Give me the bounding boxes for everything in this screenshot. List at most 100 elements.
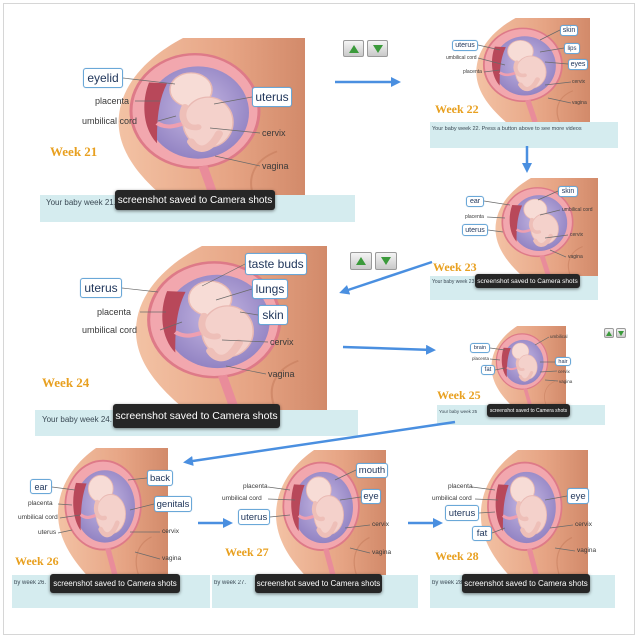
label-placenta: placenta (97, 307, 132, 317)
label-vagina: vagina (372, 549, 392, 556)
label-lips: lips (564, 43, 580, 54)
label-cervix: cervix (262, 128, 286, 138)
fetus-illustration-week-28 (473, 450, 588, 575)
label-placenta: placenta (472, 356, 490, 361)
label-cervix: cervix (572, 79, 586, 85)
label-mouth: mouth (356, 463, 388, 478)
toast-message: screenshot saved to Camera shots (115, 190, 275, 210)
label-placenta: placenta (463, 69, 482, 75)
label-vagina: vagina (162, 555, 182, 562)
label-hair: hair (555, 357, 571, 366)
label-umbilical-cord: umbilical cord (446, 55, 477, 61)
caption-text: Your baby week 21. P (46, 198, 124, 207)
week-title: Week 24 (42, 375, 90, 390)
label-skin: skin (558, 186, 578, 197)
up-button[interactable] (343, 40, 364, 57)
label-placenta: placenta (243, 483, 268, 490)
label-cervix: cervix (372, 521, 389, 528)
blue-arrow-icon (342, 344, 436, 355)
fetus-illustration-week-23 (488, 178, 598, 276)
label-uterus: uterus (452, 40, 478, 51)
label-umbilical: umbilical (550, 334, 568, 339)
week-nav-buttons (343, 40, 388, 57)
label-cervix: cervix (575, 521, 592, 528)
label-vagina: vagina (568, 254, 583, 260)
week-title: Week 25 (437, 388, 481, 402)
down-button[interactable] (616, 328, 626, 338)
toast-message: screenshot saved to Camera shots (475, 274, 580, 288)
caption-text: by week 28. (432, 580, 462, 586)
down-button[interactable] (367, 40, 388, 57)
label-placenta: placenta (95, 96, 130, 106)
label-eyelid: eyelid (83, 68, 123, 88)
label-uterus: uterus (252, 87, 292, 107)
up-triangle-icon (606, 330, 612, 336)
label-fat: fat (481, 365, 495, 375)
down-triangle-icon (381, 257, 391, 265)
label-umbilical-cord: umbilical cord (432, 495, 472, 502)
label-uterus: uterus (445, 505, 479, 521)
label-vagina: vagina (268, 369, 295, 379)
label-skin: skin (258, 305, 288, 325)
caption-text: Your baby week 24. (42, 415, 112, 424)
label-vagina: vagina (572, 100, 587, 106)
label-umbilical-cord: umbilical cord (82, 116, 138, 126)
week-title: Week 28 (435, 549, 479, 563)
label-uterus: uterus (80, 278, 122, 298)
caption-bar: Your baby week 22. Press a button above … (430, 122, 618, 148)
week-title: Week 26 (15, 554, 59, 568)
label-umbilical-cord: umbilical cord (82, 325, 138, 335)
down-button[interactable] (375, 252, 397, 270)
label-cervix: cervix (162, 528, 179, 535)
label-cervix: cervix (270, 337, 294, 347)
label-uterus: uterus (38, 529, 57, 536)
caption-text: Your baby week 22. Press a button above … (432, 126, 582, 132)
label-eyes: eyes (568, 59, 588, 70)
fetus-illustration-week-26 (50, 448, 168, 575)
label-umbilical-cord: umbilical cord (222, 495, 262, 502)
label-taste-buds: taste buds (245, 253, 307, 275)
label-ear: ear (466, 196, 484, 207)
toast-message: screenshot saved to Camera shots (487, 404, 570, 417)
up-triangle-icon (356, 257, 366, 265)
toast-message: screenshot saved to Camera shots (255, 574, 382, 593)
up-button[interactable] (350, 252, 372, 270)
label-lungs: lungs (252, 279, 288, 299)
caption-text: by week 26. (14, 580, 47, 586)
week-title: Week 22 (435, 102, 479, 116)
label-eye: eye (567, 488, 589, 504)
label-genitals: genitals (154, 496, 192, 512)
label-eye: eye (361, 489, 381, 504)
label-cervix: cervix (558, 369, 570, 374)
week-title: Week 27 (225, 545, 269, 559)
label-brain: brain (470, 343, 490, 353)
up-button[interactable] (604, 328, 614, 338)
label-umbilical-cord: umbilical cord (18, 514, 58, 521)
caption-text: Your baby week 23 (432, 279, 475, 285)
down-triangle-icon (372, 44, 383, 53)
label-umbilical-cord: umbilical cord (562, 207, 593, 213)
label-placenta: placenta (28, 500, 53, 507)
caption-text: by week 27. (214, 580, 247, 586)
label-ear: ear (30, 479, 52, 494)
label-fat: fat (472, 526, 492, 541)
label-uterus: uterus (462, 224, 488, 236)
label-back: back (147, 470, 173, 486)
label-vagina: vagina (262, 161, 289, 171)
label-vagina: vagina (559, 379, 573, 384)
up-triangle-icon (348, 44, 359, 53)
label-vagina: vagina (577, 547, 597, 554)
label-uterus: uterus (238, 509, 270, 525)
week-title: Week 21 (50, 144, 98, 159)
week-nav-buttons (350, 252, 397, 270)
toast-message: screenshot saved to Camera shots (462, 574, 590, 593)
label-placenta: placenta (448, 483, 473, 490)
down-triangle-icon (618, 330, 624, 336)
toast-message: screenshot saved to Camera shots (113, 404, 280, 428)
week-title: Week 23 (433, 260, 477, 274)
label-placenta: placenta (465, 214, 484, 220)
week-nav-buttons (604, 328, 626, 338)
label-skin: skin (560, 25, 578, 36)
label-cervix: cervix (570, 232, 584, 238)
caption-text: Your baby week 25 (439, 409, 478, 414)
